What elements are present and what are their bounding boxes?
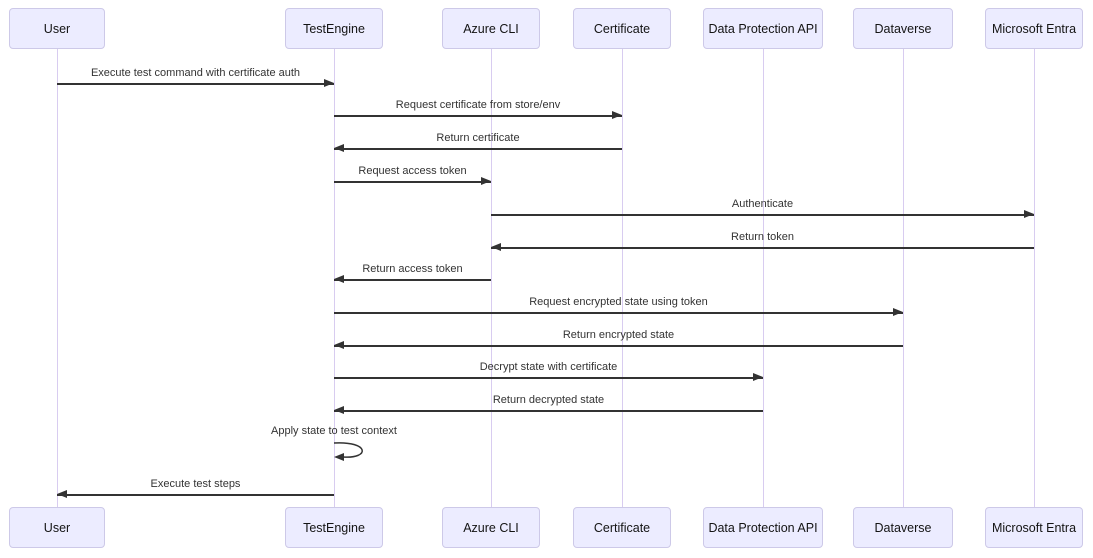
actor-top-user: User: [9, 8, 105, 49]
message-self-loop-12: [333, 442, 363, 461]
message-label-7: Return access token: [362, 263, 463, 275]
message-line-6: [491, 247, 1034, 249]
message-label-6: Return token: [731, 231, 794, 243]
message-arrowhead-9: [334, 341, 344, 350]
actor-bottom-testengine: TestEngine: [285, 507, 383, 548]
actor-top-azure-cli: Azure CLI: [442, 8, 540, 49]
message-arrowhead-13: [57, 490, 67, 499]
actor-bottom-microsoft-entra: Microsoft Entra: [985, 507, 1083, 548]
actor-top-data-protection-api: Data Protection API: [703, 8, 823, 49]
actor-bottom-user: User: [9, 507, 105, 548]
message-arrowhead-8: [893, 308, 903, 317]
actor-bottom-dataverse: Dataverse: [853, 507, 953, 548]
message-label-5: Authenticate: [731, 198, 794, 210]
message-label-1: Execute test command with certificate au…: [90, 67, 301, 79]
message-line-10: [334, 377, 763, 379]
message-label-13: Execute test steps: [150, 478, 241, 490]
actor-bottom-data-protection-api: Data Protection API: [703, 507, 823, 548]
message-label-10: Decrypt state with certificate: [479, 361, 618, 373]
message-label-4: Request access token: [358, 165, 467, 177]
message-line-2: [334, 115, 622, 117]
message-arrowhead-11: [334, 406, 344, 415]
actor-top-dataverse: Dataverse: [853, 8, 953, 49]
actor-top-certificate: Certificate: [573, 8, 671, 49]
lifeline-certificate: [621, 49, 623, 507]
message-line-8: [334, 312, 903, 314]
message-line-5: [491, 214, 1034, 216]
lifeline-user: [56, 49, 58, 507]
message-arrowhead-6: [491, 243, 501, 252]
message-line-9: [334, 345, 903, 347]
lifeline-dataverse: [902, 49, 904, 507]
actor-bottom-azure-cli: Azure CLI: [442, 507, 540, 548]
lifeline-data-protection-api: [762, 49, 764, 507]
actor-top-testengine: TestEngine: [285, 8, 383, 49]
message-label-3: Return certificate: [436, 132, 520, 144]
message-label-2: Request certificate from store/env: [395, 99, 561, 111]
message-arrowhead-7: [334, 275, 344, 284]
message-arrowhead-5: [1024, 210, 1034, 219]
message-arrowhead-2: [612, 111, 622, 120]
message-arrowhead-1: [324, 79, 334, 88]
lifeline-azure-cli: [490, 49, 492, 507]
message-line-4: [334, 181, 491, 183]
message-label-8: Request encrypted state using token: [529, 296, 708, 308]
message-label-12: Apply state to test context: [271, 425, 397, 437]
actor-top-microsoft-entra: Microsoft Entra: [985, 8, 1083, 49]
actor-bottom-certificate: Certificate: [573, 507, 671, 548]
message-arrowhead-10: [753, 373, 763, 382]
message-label-9: Return encrypted state: [562, 329, 675, 341]
message-line-3: [334, 148, 622, 150]
message-line-11: [334, 410, 763, 412]
message-line-1: [57, 83, 334, 85]
lifeline-microsoft-entra: [1033, 49, 1035, 507]
message-arrowhead-4: [481, 177, 491, 186]
message-line-13: [57, 494, 334, 496]
message-arrowhead-3: [334, 144, 344, 153]
message-label-11: Return decrypted state: [492, 394, 605, 406]
message-line-7: [334, 279, 491, 281]
